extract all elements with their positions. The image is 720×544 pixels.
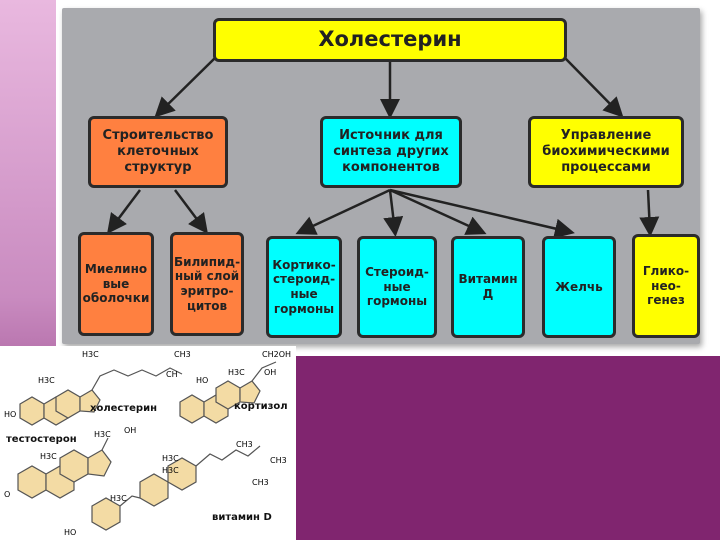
arrow-to-corticosteroids — [295, 188, 391, 235]
chem-o: O — [4, 490, 11, 499]
arrow-to-gluconeogenesis — [639, 189, 660, 237]
cholesterol-ring-a — [19, 396, 45, 426]
box-cell-structures: Строительство клеточных структур — [88, 116, 228, 188]
diagram-arrows — [107, 57, 660, 239]
arrow-to-bilipid — [174, 189, 208, 234]
chem-ho-2: HO — [196, 376, 209, 385]
chem-ch3-2: CH3 — [236, 440, 253, 449]
box-biochem-regulation: Управление биохимическими процессами — [528, 116, 684, 188]
chem-oh-1: OH — [264, 368, 277, 377]
box-myelin-sheaths: Миелино вые оболочки — [78, 232, 154, 336]
chemical-structures-panel: холестерин кортизол тестостерон витамин … — [0, 346, 296, 540]
chem-h3c-3: H3C — [228, 368, 245, 377]
title-box-cholesterol: Холестерин — [213, 18, 567, 62]
chem-ho-1: HO — [4, 410, 17, 419]
arrow-to-steroids — [383, 189, 404, 237]
accent-purple-block — [296, 356, 720, 540]
chem-ho-3: HO — [64, 528, 77, 537]
arrow-to-regulation — [564, 57, 624, 118]
box-bile: Желчь — [542, 236, 616, 338]
box-steroid-hormones: Стероид- ные гормоны — [357, 236, 437, 338]
chem-h3c-8: H3C — [110, 494, 127, 503]
vitamin-d-ring-a — [91, 497, 121, 531]
arrow-to-vitamin-d — [389, 188, 487, 235]
steroid-skeleton-drawings — [17, 361, 277, 531]
box-bilipid-layer: Билипид- ный слой эритро- цитов — [170, 232, 244, 336]
chem-ch3-1: CH3 — [174, 350, 191, 359]
box-corticosteroid-hormones: Кортико- стероид- ные гормоны — [266, 236, 342, 338]
box-synthesis-source: Источник для синтеза других компонентов — [320, 116, 462, 188]
chem-h3c-1: H3C — [82, 350, 99, 359]
label-cortisol: кортизол — [234, 401, 288, 412]
box-gluconeogenesis: Глико- нео- генез — [632, 234, 700, 338]
label-vitamin-d: витамин D — [212, 512, 272, 523]
testosterone-ring-a — [17, 465, 47, 499]
arrow-to-myelin — [107, 189, 141, 234]
box-vitamin-d: Витамин Д — [451, 236, 525, 338]
chem-h3c-5: H3C — [40, 452, 57, 461]
chem-ch: CH — [166, 370, 178, 379]
label-cholesterol: холестерин — [90, 403, 158, 414]
chem-ch3-4: CH3 — [252, 478, 269, 487]
chem-oh-2: OH — [124, 426, 137, 435]
cholesterol-ring-d — [79, 389, 101, 413]
chem-ch2oh: CH2OH — [262, 350, 292, 359]
arrow-to-structures — [154, 57, 216, 118]
chem-h3c-6: H3C — [162, 454, 179, 463]
label-testosterone: тестостерон — [6, 434, 77, 445]
arrow-to-bile — [389, 188, 575, 239]
chem-h3c-7: H3C — [162, 466, 179, 475]
chem-h3c-4: H3C — [94, 430, 111, 439]
chem-ch3-3: CH3 — [270, 456, 287, 465]
chem-h3c-2: H3C — [38, 376, 55, 385]
cortisol-ring-a — [179, 394, 205, 424]
